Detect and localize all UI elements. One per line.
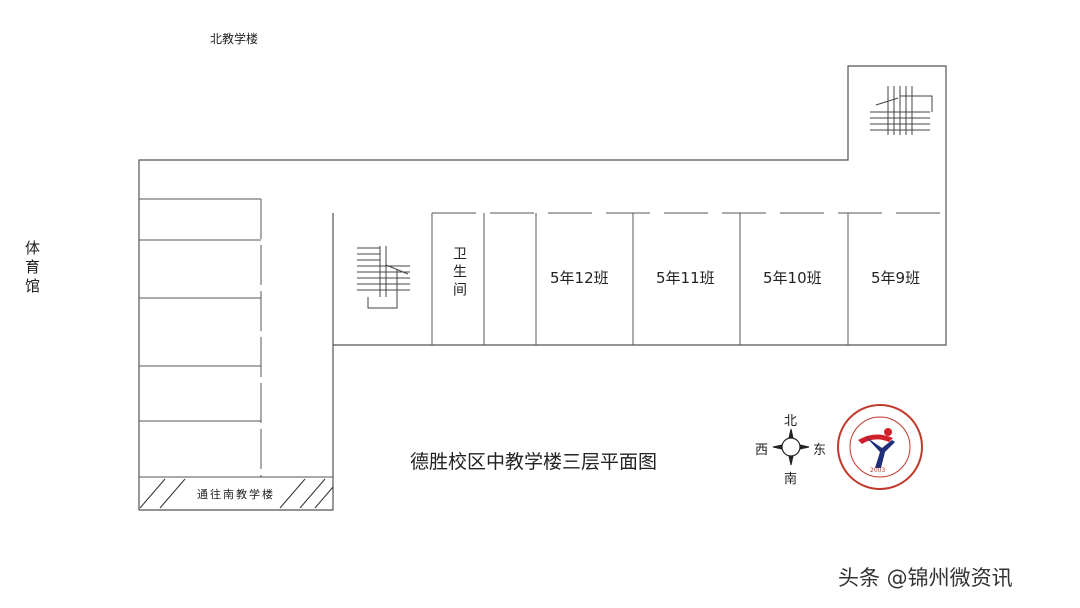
classroom-5-11: 5年11班 bbox=[656, 269, 715, 287]
page-title: 德胜校区中教学楼三层平面图 bbox=[410, 451, 658, 473]
school-logo bbox=[837, 404, 923, 490]
classroom-5-12: 5年12班 bbox=[550, 269, 609, 287]
building-outline bbox=[138, 65, 947, 511]
watermark: 头条 @锦州微资讯 bbox=[838, 566, 1013, 590]
north-building-label: 北教学楼 bbox=[210, 32, 259, 46]
stairs-icon-right bbox=[870, 86, 933, 135]
classroom-row bbox=[431, 212, 946, 345]
toilet-label: 卫生间 bbox=[451, 246, 467, 300]
to-south-building-label: 通往南教学楼 bbox=[197, 486, 275, 502]
compass-icon bbox=[772, 428, 810, 466]
left-wing-rooms bbox=[139, 198, 333, 478]
stairs-icon bbox=[357, 246, 410, 309]
compass-east: 东 bbox=[813, 443, 827, 458]
compass-south: 南 bbox=[784, 472, 798, 487]
classroom-5-9: 5年9班 bbox=[871, 269, 921, 287]
classroom-5-10: 5年10班 bbox=[763, 269, 822, 287]
gym-label: 体育馆 bbox=[23, 240, 41, 297]
compass-west: 西 bbox=[755, 443, 769, 458]
compass-north: 北 bbox=[784, 414, 798, 429]
hatched-passage bbox=[139, 478, 334, 509]
logo-year: 2003 bbox=[870, 467, 886, 474]
